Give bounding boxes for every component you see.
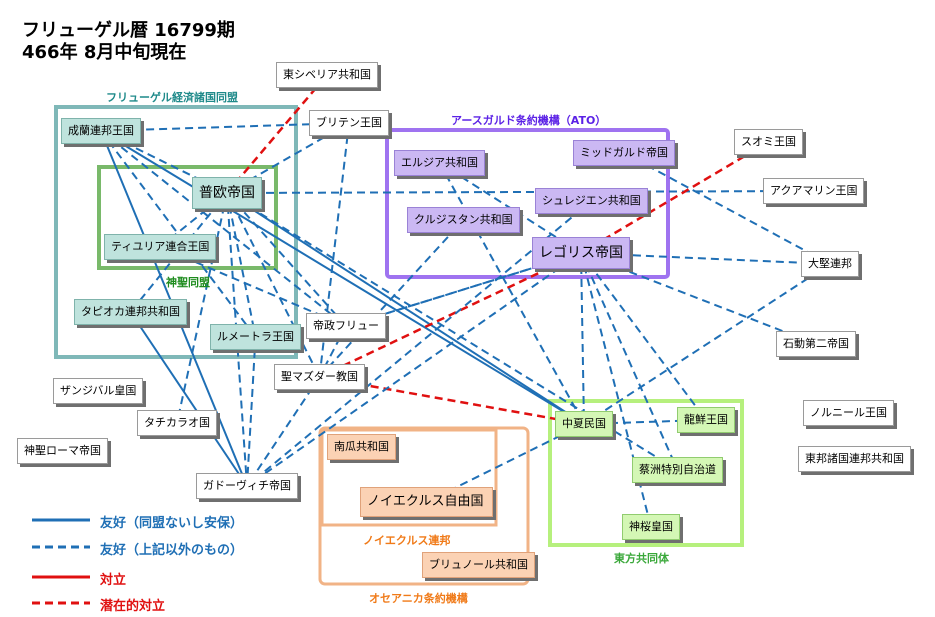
- nation-node-nanka[interactable]: 南瓜共和国: [327, 434, 396, 460]
- group-box-noiekurusu: [320, 428, 498, 527]
- legend-label-latent-conflict: 潜在的対立: [100, 599, 166, 614]
- nation-node-aquamarine[interactable]: アクアマリン王国: [763, 178, 865, 204]
- group-box-holy: [97, 165, 278, 270]
- relation-line-seiran-chuuka: [100, 130, 585, 425]
- nation-node-regoris[interactable]: レゴリス帝国: [532, 237, 630, 269]
- nation-node-eljia[interactable]: エルジア共和国: [394, 150, 485, 176]
- nation-node-buryunol[interactable]: ブリュノール共和国: [422, 552, 535, 578]
- relation-line-mazda-regoris: [318, 251, 582, 379]
- nation-node-seiran[interactable]: 成蘭連邦王国: [61, 118, 141, 144]
- nation-node-holyrome[interactable]: 神聖ローマ帝国: [17, 438, 108, 464]
- relation-line-mazda-kurujistan: [318, 219, 465, 378]
- nation-node-tachikarao[interactable]: タチカラオ国: [137, 410, 217, 436]
- relation-line-fuou-lumetora: [226, 192, 257, 338]
- nation-node-midgard[interactable]: ミッドガルド帝国: [573, 140, 675, 166]
- relation-line-regoris-ryusen: [580, 252, 707, 421]
- group-box-osean: [318, 426, 530, 586]
- legend-label-friendly-dashed: 友好（上記以外のもの）: [100, 543, 244, 558]
- nation-node-fuou[interactable]: 普欧帝国: [192, 177, 262, 209]
- nation-node-suomi[interactable]: スオミ王国: [734, 129, 803, 155]
- relation-line-briten-seiran: [100, 122, 350, 132]
- relation-line-lumetora-gadovich: [246, 336, 257, 487]
- relation-line-regoris-suomi: [580, 140, 770, 255]
- relation-line-tiyurria-teiseifuryu: [159, 246, 347, 327]
- nation-node-briten[interactable]: ブリテン王国: [309, 110, 389, 136]
- nation-node-lumetora[interactable]: ルメートラ王国: [210, 324, 301, 350]
- relation-line-eljia-chuuka: [438, 162, 585, 425]
- relation-line-regoris-gadovich: [246, 252, 582, 487]
- title-line-1: フリューゲル暦 16799期: [22, 20, 235, 41]
- nation-node-chuuka[interactable]: 中夏民国: [555, 411, 613, 437]
- group-label-east: 東方共同体: [614, 552, 669, 565]
- nation-node-shinou[interactable]: 神桜皇国: [622, 514, 680, 540]
- relation-line-tapioca-gadovich: [129, 311, 248, 487]
- relation-line-midgard-taiken: [623, 152, 831, 265]
- group-label-ato: アースガルド条約機構（ATO）: [451, 114, 607, 127]
- relation-line-fuou-saishu: [226, 192, 679, 471]
- nation-node-gadovich[interactable]: ガドーヴィチ帝国: [196, 473, 298, 499]
- relation-line-fuou-aquamarine: [226, 190, 814, 194]
- nation-node-kurujistan[interactable]: クルジスタン共和国: [407, 207, 520, 233]
- nation-node-touhou[interactable]: 東邦諸国連邦共和国: [798, 446, 911, 472]
- relation-line-fuou-mazda: [226, 192, 321, 378]
- relation-line-silesia-gadovich: [246, 200, 593, 487]
- group-label-noiekurusu: ノイエクルス連邦: [363, 534, 451, 547]
- relation-line-seiran-lumetora: [100, 130, 257, 338]
- nation-node-higashisiberia[interactable]: 東シベリア共和国: [276, 62, 378, 88]
- relation-line-fuou-tachikarao: [176, 192, 228, 424]
- title-line-2: 466年 8月中旬現在: [22, 42, 187, 63]
- nation-node-saishu[interactable]: 蔡洲特別自治道: [632, 457, 723, 483]
- group-label-economic: フリューゲル経済諸国同盟: [106, 91, 238, 104]
- nation-node-taiken[interactable]: 大堅連邦: [801, 251, 859, 277]
- nation-node-noiekurusu[interactable]: ノイエクルス自由国: [360, 487, 493, 517]
- group-label-osean: オセアニカ条約機構: [369, 592, 468, 605]
- relation-line-taiken-chuuka: [583, 263, 831, 425]
- group-box-ato: [385, 128, 670, 279]
- nation-node-norneel[interactable]: ノルニール王国: [803, 400, 894, 426]
- legend-label-conflict: 対立: [100, 573, 127, 588]
- nation-node-ishidou[interactable]: 石動第二帝国: [776, 331, 856, 357]
- relation-line-regoris-saishu: [580, 252, 679, 471]
- nation-node-silesia[interactable]: シュレジエン共和国: [535, 188, 648, 214]
- nation-node-mazda[interactable]: 聖マズダー教国: [274, 364, 365, 390]
- nation-node-tiyurria[interactable]: ティユリア連合王国: [104, 234, 217, 260]
- nation-node-teiseifuryu[interactable]: 帝政フリュー: [306, 313, 386, 339]
- nation-node-ryusen[interactable]: 龍鮮王国: [677, 407, 735, 433]
- relation-line-seiran-teiseifuryu: [100, 130, 347, 327]
- nation-node-tapioca[interactable]: タピオカ連邦共和国: [74, 299, 187, 325]
- group-box-economic: [54, 105, 298, 359]
- relation-line-fuou-teiseifuryu: [226, 192, 347, 327]
- group-label-holy: 神聖同盟: [166, 276, 210, 289]
- nation-node-zanzibar[interactable]: ザンジバル皇国: [53, 378, 144, 404]
- relation-line-regoris-chuuka: [580, 252, 585, 425]
- relation-line-teiseifuryu-mazda: [318, 325, 347, 378]
- legend-label-friendly-solid: 友好（同盟ないし安保）: [100, 516, 244, 531]
- relation-line-mazda-gadovich: [246, 376, 321, 487]
